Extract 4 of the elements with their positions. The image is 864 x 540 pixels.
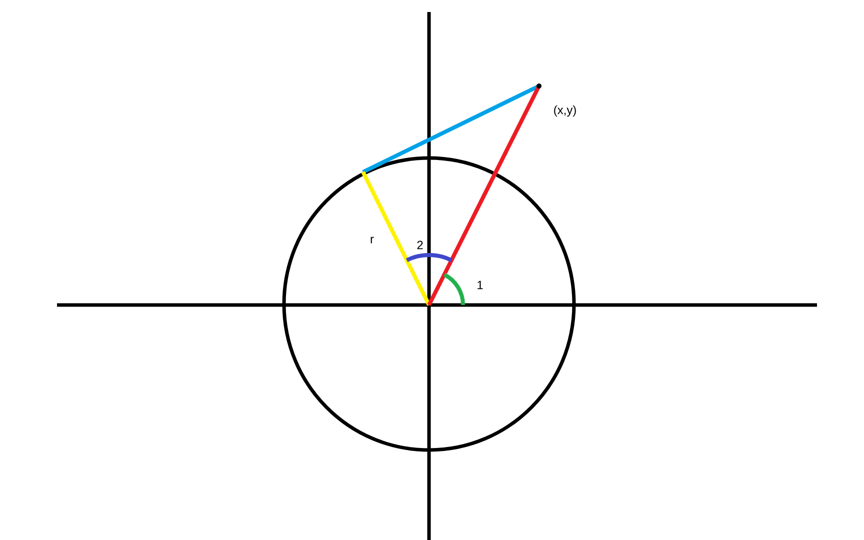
point-label: (x,y) [554,105,576,117]
angle-label: 1 [478,280,483,290]
length-label: r [370,236,374,244]
angle-label: 2 [417,240,423,250]
